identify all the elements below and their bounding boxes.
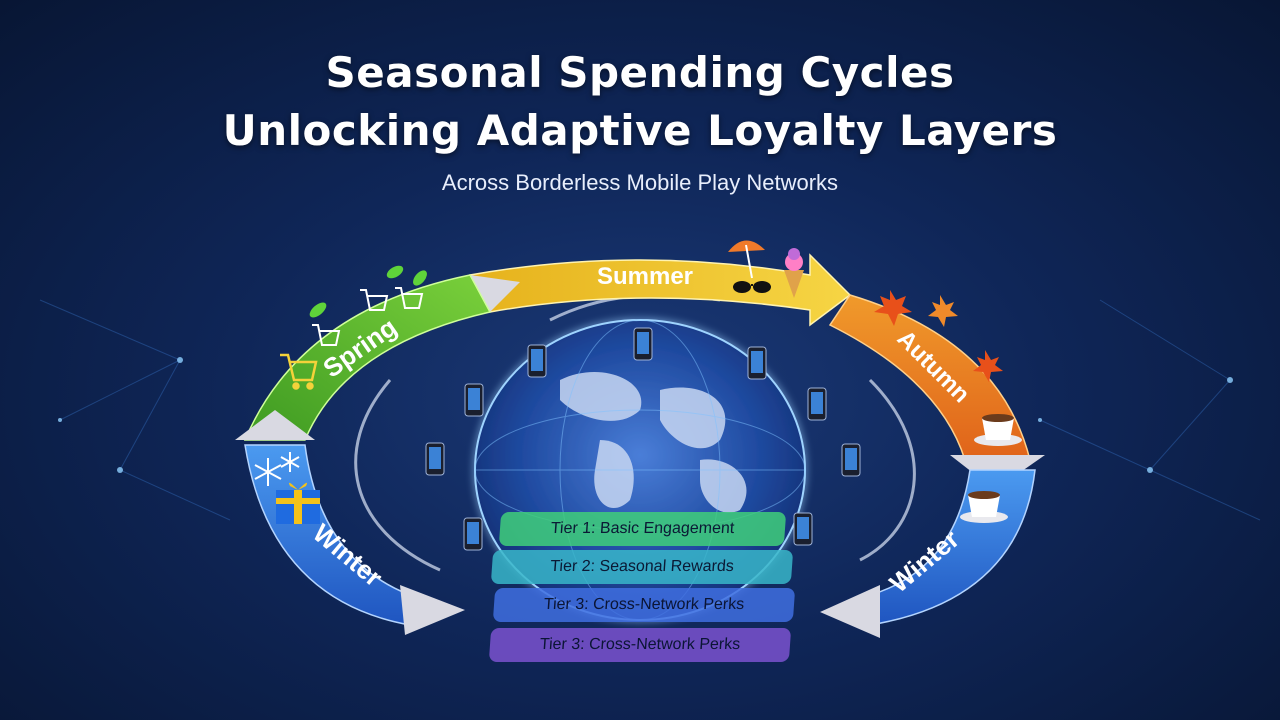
tier-3-band-lower: Tier 3: Cross-Network Perks [488,628,792,662]
tier-1-band: Tier 1: Basic Engagement [498,512,787,546]
tier-2-band: Tier 2: Seasonal Rewards [490,550,794,584]
snowflake-icon [254,452,300,486]
title-line-1: Seasonal Spending Cycles [325,48,955,97]
smartphone-icon [807,387,827,421]
cart-icon [360,287,424,311]
coffee-cup-icon [960,491,1008,523]
smartphone-icons [425,327,861,551]
smartphone-icon [464,383,484,417]
subtitle: Across Borderless Mobile Play Networks [441,170,839,195]
network-background [39,299,1261,521]
smartphone-icon [793,512,813,546]
smartphone-icon [841,443,861,477]
cart-icon [280,353,318,390]
smartphone-icon [747,346,767,380]
smartphone-icon [463,517,483,551]
title-line-2: Unlocking Adaptive Loyalty Layers [222,106,1058,155]
coffee-cup-icon [974,414,1022,446]
maple-leaf-icon [874,290,1003,382]
gift-icon [276,482,320,524]
umbrella-icon [728,240,765,279]
season-label-summer: Summer [597,263,693,290]
cart-icon [312,324,341,346]
smartphone-icon [633,327,653,361]
tier-3-band: Tier 3: Cross-Network Perks [492,588,796,622]
sunglasses-icon [733,281,771,293]
autumn-arrow [828,294,1045,490]
ice-cream-icon [784,248,804,298]
smartphone-icon [425,442,445,476]
smartphone-icon [527,344,547,378]
leaf-icon [309,265,427,318]
